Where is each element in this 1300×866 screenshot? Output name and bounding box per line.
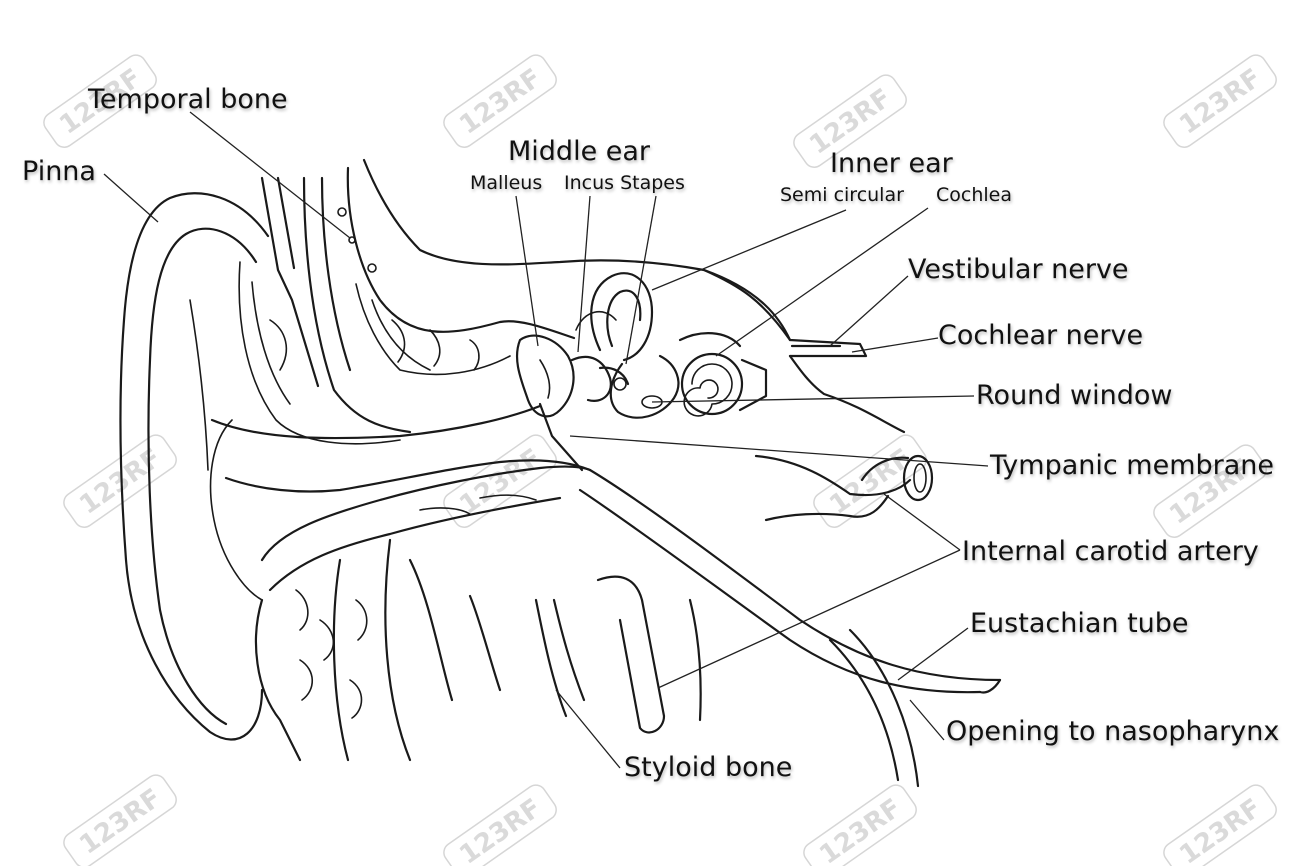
label-inner-ear: Inner ear <box>830 148 953 179</box>
label-temporal-bone: Temporal bone <box>88 84 288 115</box>
label-semi-circular: Semi circular <box>780 184 904 206</box>
eustachian-tube-shape <box>578 468 1002 694</box>
watermark-logo: 123RF <box>803 784 917 866</box>
carotid-artery-shape <box>754 454 934 522</box>
label-incus-stapes: Incus Stapes <box>564 172 685 194</box>
watermark-logo: 123RF <box>63 774 177 866</box>
leader-round-window <box>651 395 975 403</box>
leader-carotid-b <box>657 549 961 689</box>
watermark-logo: 123RF <box>443 784 557 866</box>
ear-canal-shape <box>210 404 592 493</box>
nerve-shape <box>702 268 906 434</box>
leader-carotid-a <box>883 493 961 551</box>
watermark-logo: 123RF <box>1163 784 1277 866</box>
label-styloid-bone: Styloid bone <box>624 752 793 783</box>
leader-vestibular-nerve <box>829 275 909 347</box>
leader-nasopharynx <box>909 699 945 741</box>
label-middle-ear: Middle ear <box>508 136 651 167</box>
label-cochlear-nerve: Cochlear nerve <box>938 320 1144 351</box>
pinna-shape <box>119 192 270 741</box>
label-round-window: Round window <box>976 380 1173 411</box>
leader-styloid-bone <box>555 689 621 769</box>
watermark-logo: 123RF <box>813 434 927 528</box>
leader-lines <box>103 111 989 769</box>
leader-stapes <box>625 195 657 365</box>
leader-temporal-bone <box>189 111 351 239</box>
label-opening-to-nasopharynx: Opening to nasopharynx <box>946 716 1280 747</box>
leader-tympanic-membrane <box>569 435 989 467</box>
label-tympanic-membrane: Tympanic membrane <box>990 450 1275 481</box>
leader-pinna <box>103 173 159 223</box>
label-malleus: Malleus <box>470 172 543 194</box>
label-internal-carotid-artery: Internal carotid artery <box>962 536 1259 567</box>
nasopharynx-shape <box>828 628 920 788</box>
label-pinna: Pinna <box>22 156 96 187</box>
leader-cochlear-nerve <box>851 337 939 353</box>
lower-bone-shape <box>254 465 702 762</box>
watermark-logo: 123RF <box>1163 54 1277 148</box>
label-cochlea: Cochlea <box>936 184 1012 206</box>
label-eustachian-tube: Eustachian tube <box>970 608 1189 639</box>
inner-ear-shape <box>575 272 768 419</box>
leader-eustachian-tube <box>897 627 969 681</box>
leader-incus <box>577 195 591 353</box>
leader-cochlea <box>715 207 929 357</box>
leader-semicircular <box>651 209 847 291</box>
leader-malleus <box>515 195 539 347</box>
label-vestibular-nerve: Vestibular nerve <box>908 254 1129 285</box>
temporal-bone-shape <box>238 158 792 445</box>
ossicles-shape <box>515 334 630 472</box>
